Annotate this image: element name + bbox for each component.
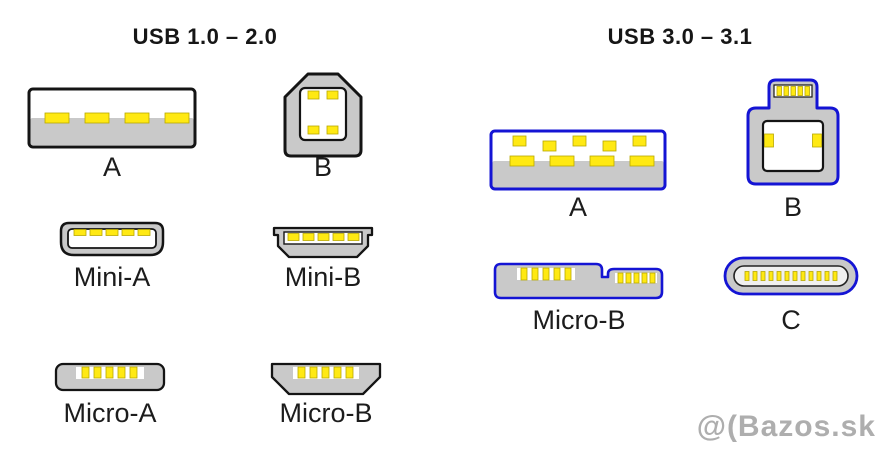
usb3-b-connector-icon [746, 78, 840, 186]
usb3-b-pins [764, 133, 822, 148]
mini-a-connector-icon [59, 221, 165, 257]
usb2-a-pins [44, 112, 190, 124]
usb3-a-figure [489, 129, 667, 191]
usb2-b-connector-icon [283, 72, 363, 158]
mini-b-label: Mini-B [284, 262, 362, 292]
usb3-a-pins [509, 155, 655, 167]
usb3-a-label: A [568, 192, 587, 222]
usb3-a-connector-icon [489, 129, 667, 191]
watermark: @(Bazos.sk [696, 410, 876, 443]
mini-a-pins [73, 229, 151, 236]
usb3-micro-b-left-pins [520, 267, 572, 281]
usb3-b-ss-pins [776, 86, 810, 96]
usb3-micro-b-label: Micro-B [532, 305, 626, 335]
mini-b-pins [287, 233, 360, 241]
usb2-b-pins [307, 90, 339, 135]
micro-b-figure [269, 362, 383, 396]
section-title-usb2: USB 1.0 – 2.0 [132, 24, 278, 49]
usb3-micro-b-figure [492, 260, 666, 302]
mini-a-figure [59, 221, 165, 257]
usb2-a-label: A [102, 152, 121, 182]
usb-c-label: C [781, 305, 801, 335]
micro-b-pins [297, 366, 354, 379]
usb2-b-figure [283, 72, 363, 158]
micro-a-label: Micro-A [63, 398, 157, 428]
micro-a-connector-icon [54, 362, 166, 392]
usb3-micro-b-connector-icon [493, 262, 664, 300]
usb3-micro-b-right-pins [617, 272, 656, 284]
usb2-a-connector-icon [27, 87, 197, 149]
usb-c-figure [723, 256, 859, 296]
usb3-a-ss-pins [512, 135, 647, 152]
mini-a-label: Mini-A [73, 262, 151, 292]
usb-c-pins [744, 271, 838, 281]
usb3-b-figure [745, 77, 841, 187]
usb3-b-label: B [783, 192, 802, 222]
micro-a-figure [54, 362, 166, 392]
usb2-b-label: B [313, 152, 332, 182]
micro-b-label: Micro-B [279, 398, 373, 428]
section-title-usb3: USB 3.0 – 3.1 [607, 24, 753, 49]
mini-b-connector-icon [272, 226, 374, 259]
micro-b-connector-icon [270, 362, 382, 396]
usb2-a-figure [27, 87, 197, 149]
micro-a-pins [81, 366, 138, 379]
usb-c-connector-icon [723, 256, 859, 296]
mini-b-figure [271, 226, 375, 259]
